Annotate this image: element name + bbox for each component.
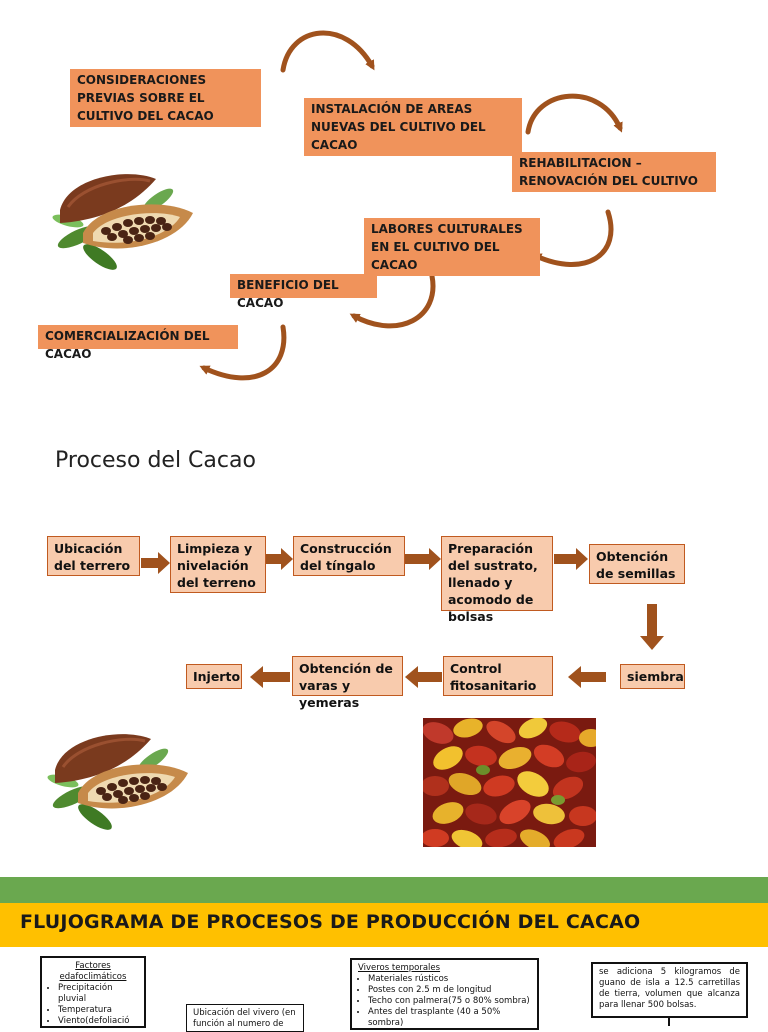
arrow-right-1 [141,552,170,574]
location-box: Ubicación del vivero (en función al nume… [186,1004,304,1032]
arrow-left-2 [405,666,442,688]
location-text: Ubicación del vivero (en función al nume… [193,1008,296,1029]
factor-item: Temperatura [58,1005,138,1016]
process-step-control: Control fitosanitario [443,656,553,696]
arrow-left-3 [250,666,290,688]
cacao-pods-photo [423,718,596,847]
process-step-limpieza: Limpieza y nivelación del terreno [170,536,266,593]
process-step-injerto: Injerto [186,664,242,689]
process-step-siembra: siembra [620,664,685,689]
cacao-pod-image [52,174,193,270]
connector-line [668,1018,670,1026]
arrow-right-3 [405,548,441,570]
factor-item: Viento(defoliació [58,1016,138,1026]
process-step-varas: Obtención de varas y yemeras [292,656,403,710]
cycle-step-2: INSTALACIÓN DE AREAS NUEVAS DEL CULTIVO … [304,98,522,156]
cycle-step-4: LABORES CULTURALES EN EL CULTIVO DEL CAC… [364,218,540,276]
cycle-step-5: BENEFICIO DEL CACAO [230,274,377,310]
cycle-arrows [199,30,623,381]
nursery-item: Techo con palmera(75 o 80% sombra) [368,996,531,1007]
green-header-bar [0,877,768,903]
curved-arrow-1 [280,30,375,73]
process-step-ubicacion: Ubicación del terrero [47,536,140,576]
nursery-item: Materiales rústicos [368,974,531,985]
nursery-title: Viveros temporales [358,963,441,973]
factors-title: Factores edafoclimáticos [59,961,127,982]
cycle-step-1: CONSIDERACIONES PREVIAS SOBRE EL CULTIVO… [70,69,261,127]
factor-item: Precipitación pluvial [58,983,138,1005]
factors-box: Factores edafoclimáticos Precipitación p… [40,956,146,1028]
cacao-pod-image-2 [47,734,188,830]
process-step-construccion: Construcción del tíngalo [293,536,405,576]
note-box: se adiciona 5 kilogramos de guano de isl… [591,962,748,1018]
yellow-title-bar [0,903,768,947]
arrow-right-4 [554,548,588,570]
nursery-item: Antes del trasplante (40 a 50% sombra) [368,1007,531,1028]
flowchart-title: FLUJOGRAMA DE PROCESOS DE PRODUCCIÓN DEL… [20,911,641,933]
arrow-right-2 [266,548,293,570]
process-step-semillas: Obtención de semillas [589,544,685,584]
cycle-step-3: REHABILITACION – RENOVACIÓN DEL CULTIVO [512,152,716,192]
arrow-left-1 [568,666,606,688]
note-text: se adiciona 5 kilogramos de guano de isl… [599,967,740,1010]
process-arrows [141,548,664,688]
process-title: Proceso del Cacao [55,448,256,473]
curved-arrow-4 [349,273,436,329]
curved-arrow-2 [525,93,623,135]
nursery-item: Postes con 2.5 m de longitud [368,985,531,996]
curved-arrow-5 [199,324,287,381]
cycle-step-6: COMERCIALIZACIÓN DEL CACAO [38,325,238,361]
arrow-down [640,604,664,650]
process-step-preparacion: Preparación del sustrato, llenado y acom… [441,536,553,624]
curved-arrow-3 [531,209,614,267]
nursery-box: Viveros temporales Materiales rústicos P… [350,958,539,1030]
